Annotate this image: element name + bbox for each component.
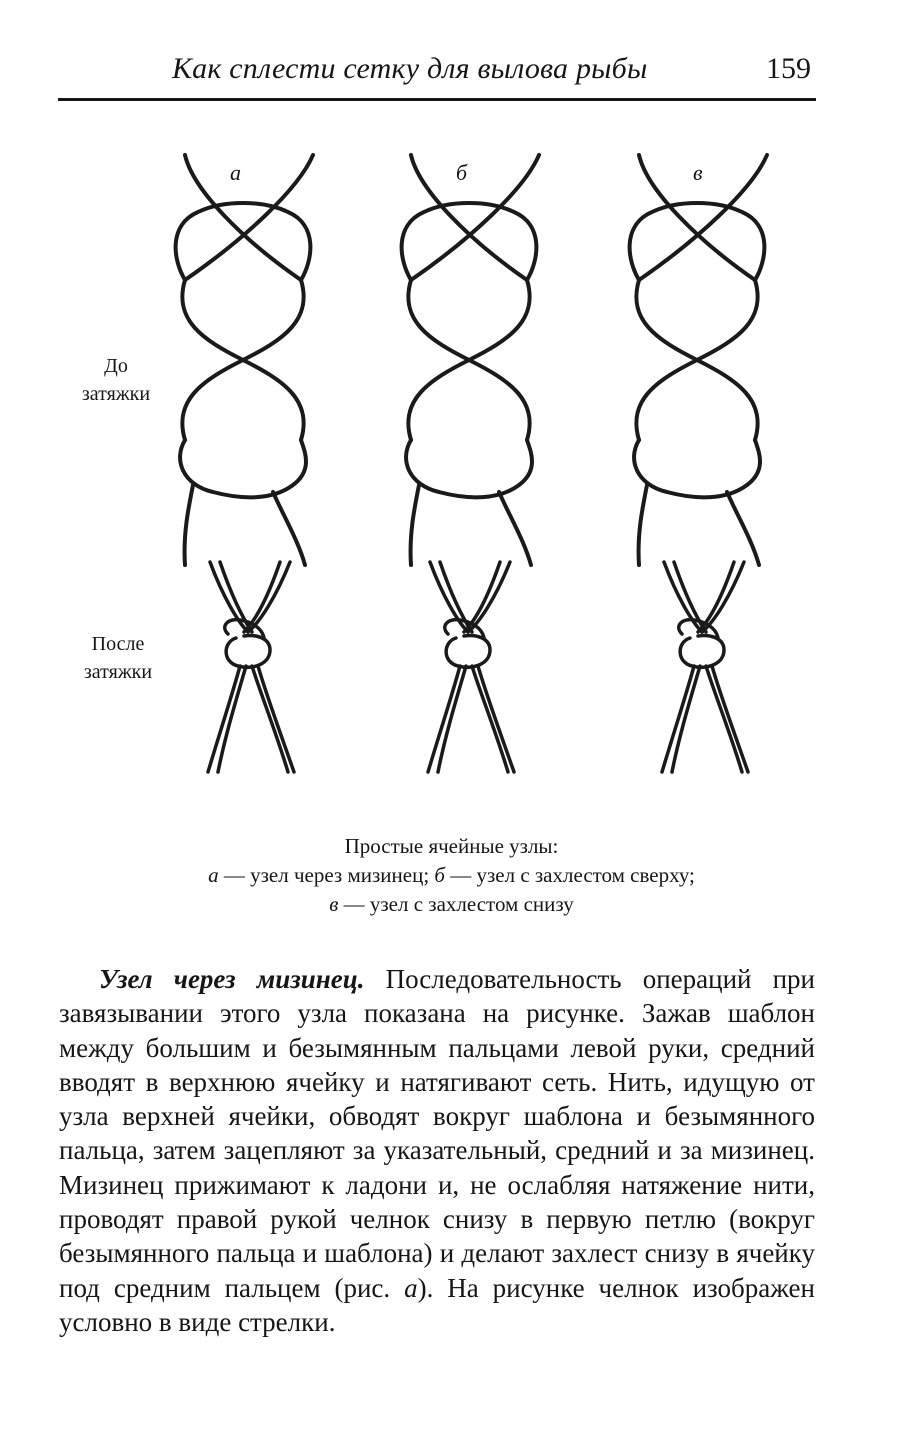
caption-text-v: — узел с захлестом снизу — [338, 892, 574, 916]
row-label-before: До затяжки — [61, 352, 171, 408]
caption-text-b: — узел с захлестом сверху; — [444, 863, 695, 887]
paragraph-figure-ref: а — [404, 1272, 418, 1303]
caption-title: Простые ячейные узлы: — [344, 834, 559, 858]
knot-v-after — [660, 560, 750, 774]
caption-letter-v: в — [329, 892, 339, 916]
paragraph-text-end: ). На рисунке челнок изображен условно в… — [59, 1272, 815, 1337]
caption-line-1: а — узел через мизинец; б — узел с захле… — [0, 861, 903, 890]
row-label-after-line1: После — [91, 633, 145, 655]
column-label-a: а — [230, 160, 241, 185]
column-label-v: в — [693, 160, 703, 185]
page-number: 159 — [766, 52, 811, 85]
row-label-after-line2: затяжки — [83, 661, 153, 683]
knot-v-before — [627, 153, 769, 567]
row-label-before-line2: затяжки — [81, 383, 151, 405]
knot-a-after — [206, 560, 296, 774]
knot-b-before — [399, 153, 541, 567]
paragraph-lead: Узел через мизинец. — [99, 964, 365, 994]
knot-b-after — [426, 560, 516, 774]
knots-figure — [173, 153, 769, 774]
body-paragraph: Узел через мизинец. Последовательность о… — [59, 962, 815, 1339]
caption-text-a: — узел через мизинец; — [218, 863, 435, 887]
row-label-after: После затяжки — [63, 630, 173, 686]
column-label-b: б — [456, 160, 468, 185]
paragraph-text-main: Последовательность операций при завязыва… — [59, 964, 815, 1303]
row-label-before-line1: До — [104, 355, 128, 377]
knot-a-before — [173, 153, 315, 567]
running-header-title: Как сплести сетку для вылова рыбы — [172, 52, 648, 85]
caption-letter-a: а — [208, 863, 219, 887]
figure-caption: Простые ячейные узлы: а — узел через миз… — [0, 832, 903, 919]
caption-line-2: в — узел с захлестом снизу — [0, 890, 903, 919]
caption-letter-b: б — [434, 863, 445, 887]
header-rule — [58, 98, 816, 101]
